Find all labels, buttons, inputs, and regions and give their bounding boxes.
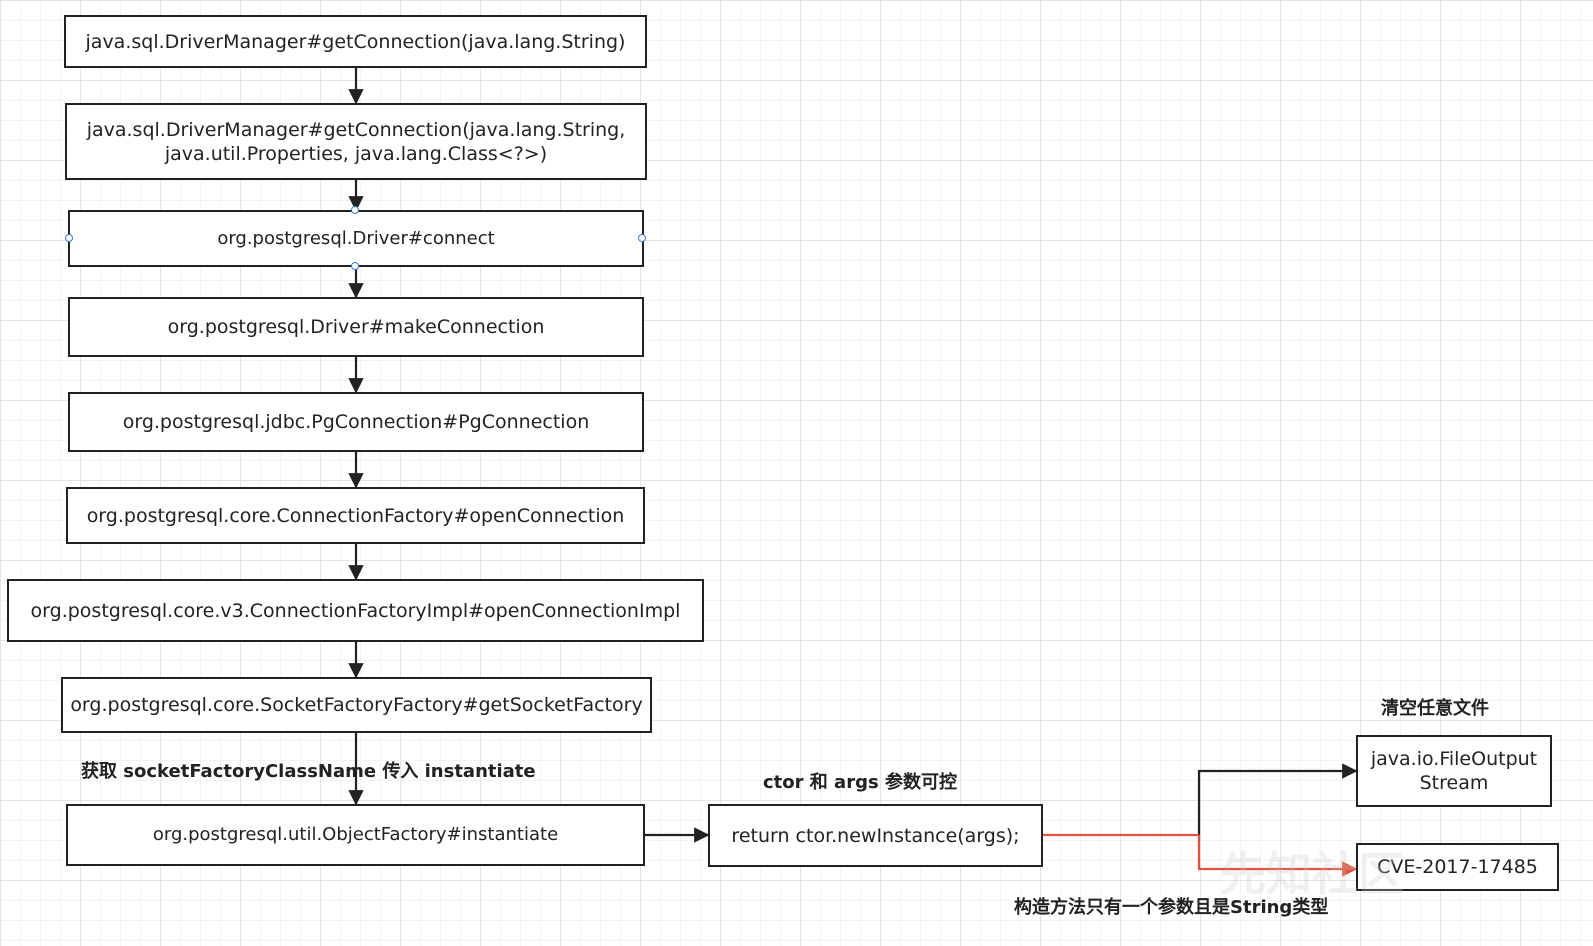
label-pass-classname: 获取 socketFactoryClassName 传入 instantiate (81, 761, 536, 782)
node-label: java.sql.DriverManager#getConnection(jav… (85, 30, 626, 53)
node-label: return ctor.newInstance(args); (731, 824, 1020, 847)
node-label: java.io.FileOutput Stream (1370, 748, 1538, 794)
node-label: org.postgresql.Driver#connect (217, 227, 495, 249)
arrow-split-to-n12 (1197, 835, 1358, 877)
node-cve-2017-17485[interactable]: CVE-2017-17485 (1356, 843, 1559, 891)
node-driver-connect[interactable]: org.postgresql.Driver#connect (68, 210, 644, 267)
node-ctor-new-instance[interactable]: return ctor.newInstance(args); (708, 804, 1043, 867)
selection-handle-top[interactable] (351, 206, 359, 214)
node-socket-factory-factory[interactable]: org.postgresql.core.SocketFactoryFactory… (61, 677, 652, 733)
node-pg-connection[interactable]: org.postgresql.jdbc.PgConnection#PgConne… (68, 392, 644, 452)
node-label: org.postgresql.core.SocketFactoryFactory… (70, 694, 643, 716)
node-driver-manager-get-connection[interactable]: java.sql.DriverManager#getConnection(jav… (64, 15, 647, 68)
node-label: CVE-2017-17485 (1377, 856, 1538, 878)
node-label: org.postgresql.Driver#makeConnection (167, 316, 545, 338)
node-label: org.postgresql.util.ObjectFactory#instan… (152, 824, 559, 845)
node-label: org.postgresql.core.v3.ConnectionFactory… (30, 599, 681, 622)
label-truncate-any-file: 清空任意文件 (1381, 698, 1489, 719)
node-connection-factory-open[interactable]: org.postgresql.core.ConnectionFactory#op… (66, 487, 645, 544)
selection-handle-left[interactable] (65, 234, 73, 242)
selection-handle-right[interactable] (638, 234, 646, 242)
selection-handle-bottom[interactable] (351, 262, 359, 270)
label-constructor-single-string: 构造方法只有一个参数且是String类型 (1014, 897, 1329, 918)
arrow-split-to-n11 (1197, 763, 1358, 835)
node-driver-manager-get-connection-overload[interactable]: java.sql.DriverManager#getConnection(jav… (65, 103, 647, 180)
watermark: 先知社区 (1220, 847, 1404, 901)
node-object-factory-instantiate[interactable]: org.postgresql.util.ObjectFactory#instan… (66, 804, 645, 866)
node-label: org.postgresql.jdbc.PgConnection#PgConne… (122, 411, 590, 433)
node-label: java.sql.DriverManager#getConnection(jav… (86, 118, 626, 165)
node-connection-factory-impl[interactable]: org.postgresql.core.v3.ConnectionFactory… (7, 579, 704, 642)
node-driver-make-connection[interactable]: org.postgresql.Driver#makeConnection (68, 297, 644, 357)
node-label: org.postgresql.core.ConnectionFactory#op… (86, 504, 625, 527)
label-ctor-args-controllable: ctor 和 args 参数可控 (763, 772, 957, 793)
node-file-output-stream[interactable]: java.io.FileOutput Stream (1356, 735, 1552, 807)
